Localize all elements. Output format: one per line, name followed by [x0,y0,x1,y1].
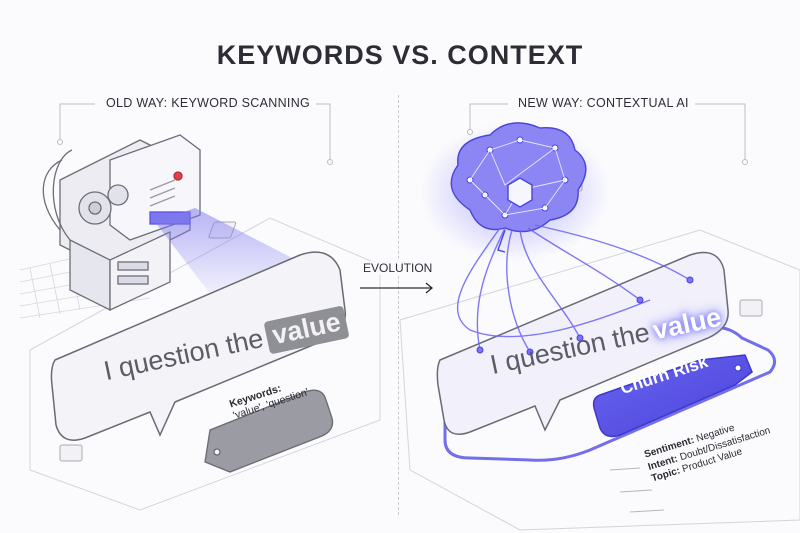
brain-network-icon [450,122,587,253]
new-speech-bubble [436,251,729,435]
center-divider [398,95,399,515]
scanner-machine-icon [42,134,201,312]
old-speech-bubble [50,251,347,441]
new-platform [399,229,800,531]
new-way-label: NEW WAY: CONTEXTUAL AI [512,96,695,110]
neural-nodes [476,276,694,356]
churn-risk-tag [592,354,753,438]
evolution-arrow-icon [360,282,434,294]
attribute-connectors [609,467,665,513]
old-way-label: OLD WAY: KEYWORD SCANNING [100,96,317,110]
page-title: KEYWORDS VS. CONTEXT [216,40,584,70]
keyword-tag [204,389,334,473]
neural-threads [457,224,691,353]
evolution-label: EVOLUTION [360,261,436,275]
old-platform [29,217,381,511]
